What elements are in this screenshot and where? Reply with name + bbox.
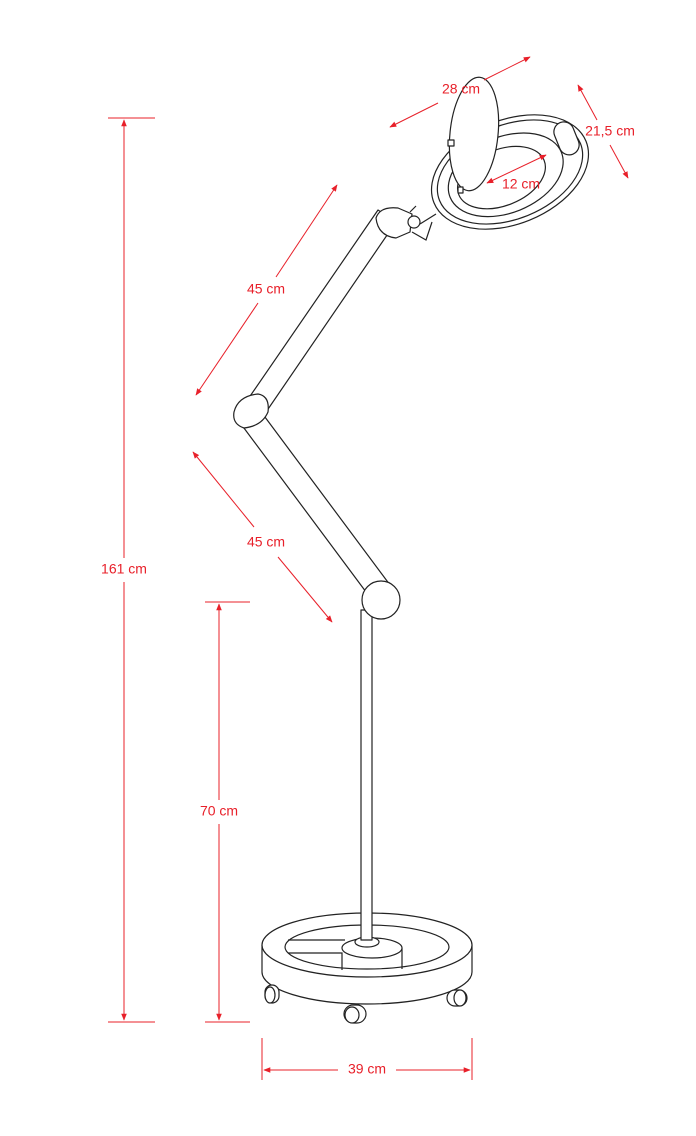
lamp-illustration <box>233 76 590 1024</box>
dimension-head-length: 28 cm <box>389 56 531 128</box>
lamp-pole <box>360 609 373 941</box>
lens-cover <box>448 76 500 192</box>
dimension-total-height: 161 cm <box>101 117 155 1023</box>
dimension-pole-height: 70 cm <box>200 601 250 1023</box>
pole-height-label: 70 cm <box>200 803 238 819</box>
base-diameter-label: 39 cm <box>348 1061 386 1077</box>
head-width-label: 21,5 cm <box>585 123 635 139</box>
pole-joint <box>361 580 401 620</box>
lens-diameter-label: 12 cm <box>502 176 540 192</box>
lower-arm <box>237 404 391 601</box>
dimension-base-diameter: 39 cm <box>261 1038 473 1080</box>
upper-arm-label: 45 cm <box>247 281 285 297</box>
upper-arm <box>243 209 397 416</box>
lower-arm-label: 45 cm <box>247 534 285 550</box>
caster <box>264 984 280 1004</box>
elbow-joint <box>233 393 269 429</box>
head-length-label: 28 cm <box>442 81 480 97</box>
total-height-label: 161 cm <box>101 561 147 577</box>
dimension-head-width: 21,5 cm <box>577 84 635 179</box>
caster <box>446 989 468 1007</box>
dimension-lower-arm: 45 cm <box>192 451 333 623</box>
dimension-lens-diameter: 12 cm <box>486 154 547 192</box>
caster <box>343 1004 367 1024</box>
dimension-upper-arm: 45 cm <box>195 184 338 396</box>
